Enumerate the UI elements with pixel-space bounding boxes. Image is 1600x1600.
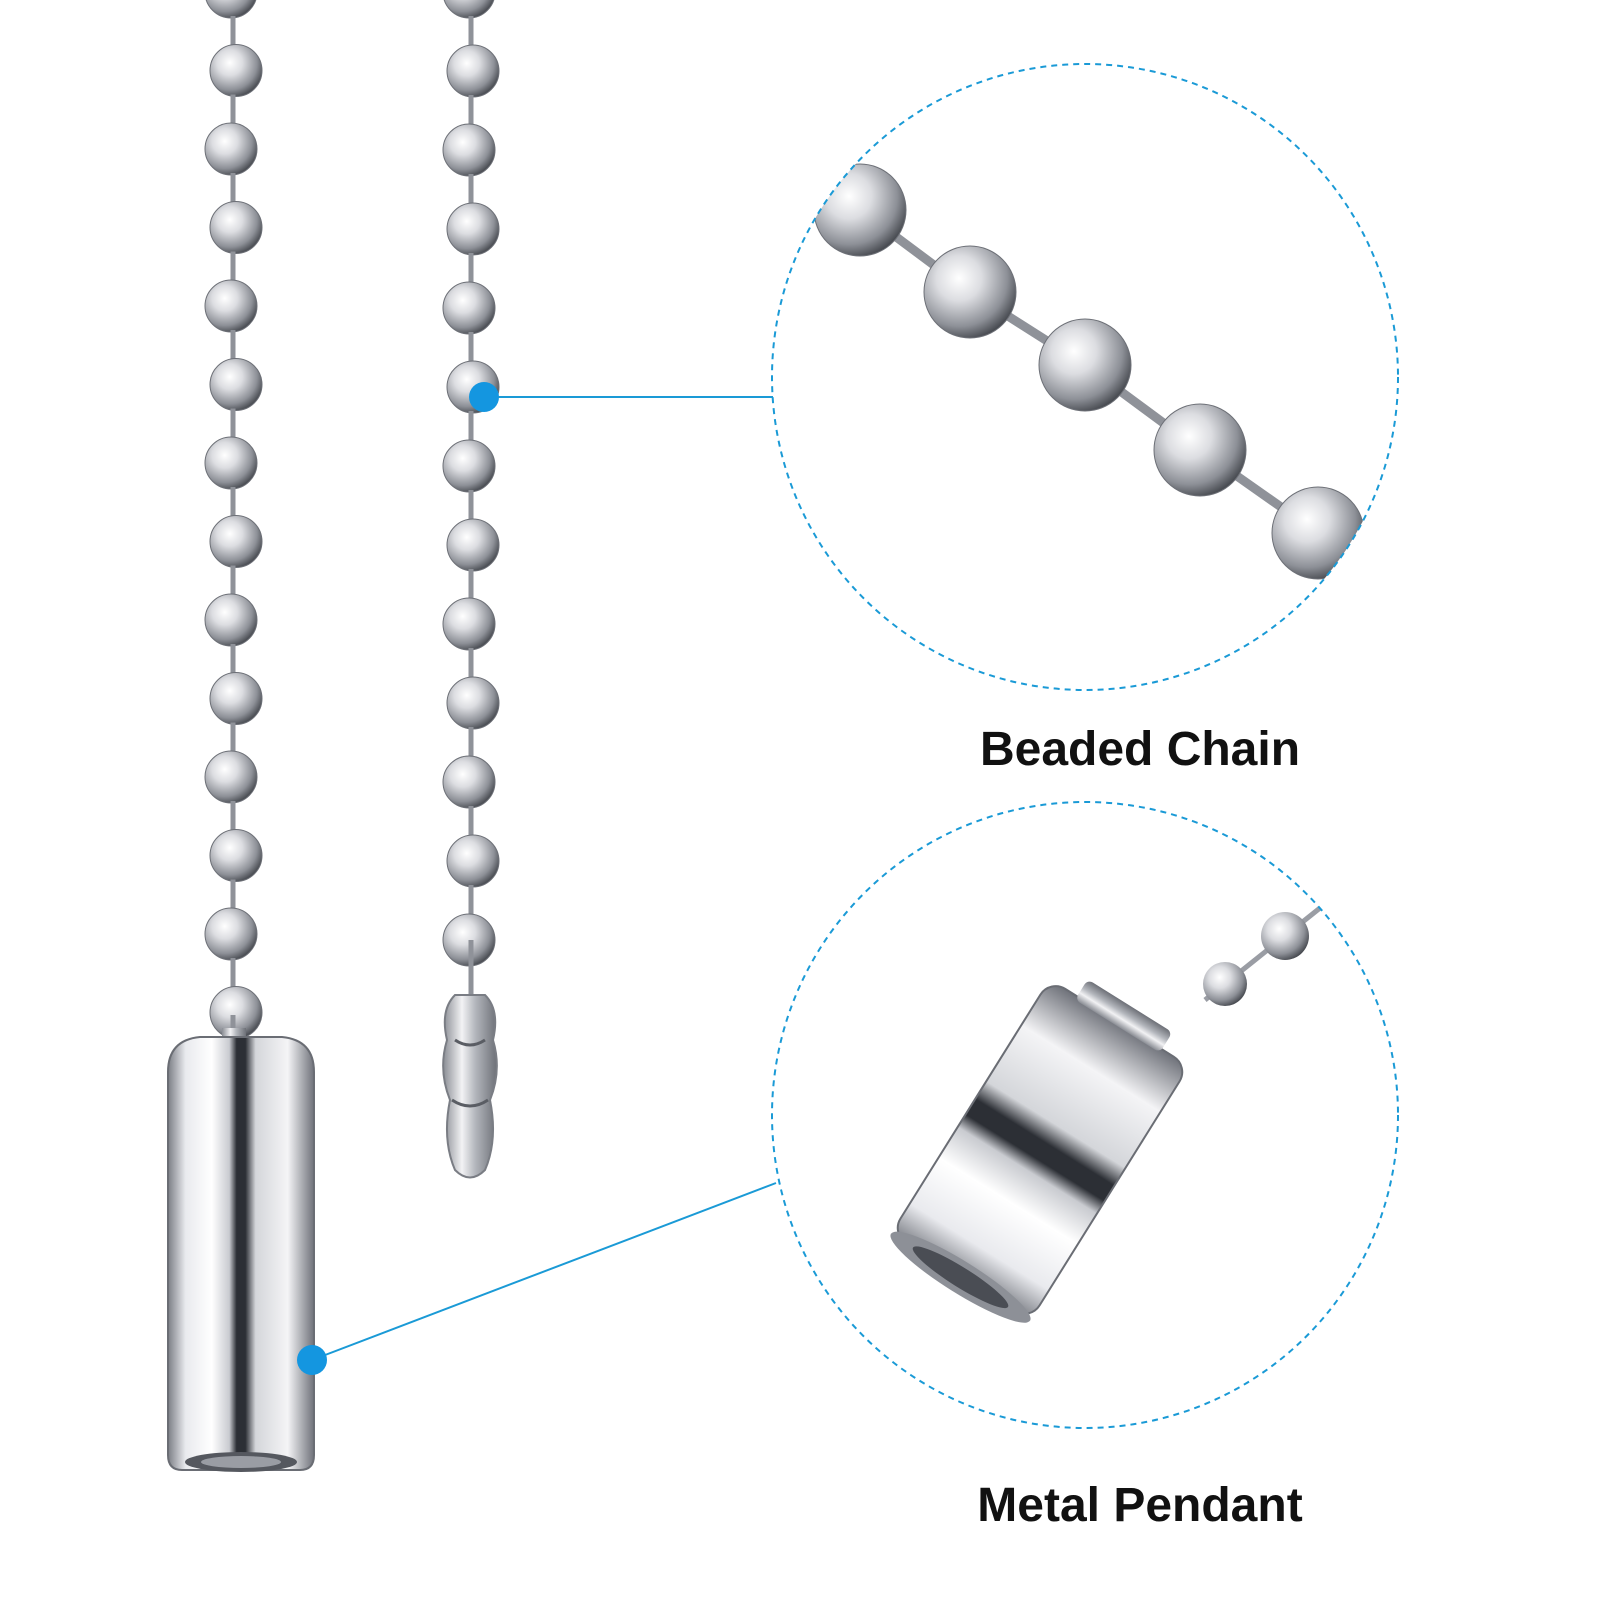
- chain-bead: [209, 44, 263, 97]
- chain-bead: [442, 281, 496, 335]
- zoom-chain-bead: [1383, 563, 1398, 657]
- zoom-chain-bead: [923, 245, 1017, 339]
- zoom-chain-bead: [1038, 318, 1132, 412]
- chain-bead: [446, 834, 500, 888]
- chain-bead: [442, 439, 496, 493]
- metal-pendant-marker-dot: [297, 1345, 327, 1375]
- chain-bead: [209, 515, 263, 568]
- chain-bead: [209, 829, 263, 882]
- beaded-chain-callout-pointer: [469, 382, 773, 412]
- chain-bead: [205, 0, 257, 19]
- chain-bead: [446, 676, 500, 730]
- right-beaded-chain: [442, 0, 500, 998]
- zoom-chain-bead: [813, 163, 907, 257]
- chain-bead: [204, 750, 258, 804]
- chain-bead: [442, 597, 496, 651]
- metal-pendant-callout-pointer: [297, 1182, 777, 1375]
- beaded-chain-label: Beaded Chain: [979, 723, 1301, 776]
- chain-bead: [446, 518, 500, 572]
- chain-bead: [204, 436, 258, 490]
- chain-bead: [209, 358, 263, 411]
- metal-pendant-cylinder: [167, 1028, 315, 1472]
- chain-connector-clasp: [442, 994, 498, 1179]
- beaded-chain-zoom-circle: [771, 63, 1399, 691]
- chain-bead: [204, 593, 258, 647]
- chain-bead: [443, 0, 495, 19]
- chain-bead: [204, 279, 258, 333]
- left-beaded-chain: [204, 0, 263, 1039]
- zoom-beaded-chain: [813, 163, 1398, 657]
- chain-bead: [204, 907, 258, 961]
- chain-bead: [204, 122, 258, 176]
- chain-bead: [442, 755, 496, 809]
- chain-bead: [209, 201, 263, 254]
- chain-bead: [446, 44, 500, 98]
- beaded-chain-marker-dot: [469, 382, 499, 412]
- chain-bead: [209, 672, 263, 725]
- metal-pendant-label: Metal Pendant: [977, 1479, 1303, 1532]
- zoom-chain-bead: [1153, 403, 1247, 497]
- chain-bead: [446, 202, 500, 256]
- chain-bead: [442, 123, 496, 177]
- zoom-metal-pendant: [890, 898, 1332, 1323]
- zoom-chain-bead: [1271, 486, 1365, 580]
- metal-pendant-zoom-circle: [771, 801, 1399, 1429]
